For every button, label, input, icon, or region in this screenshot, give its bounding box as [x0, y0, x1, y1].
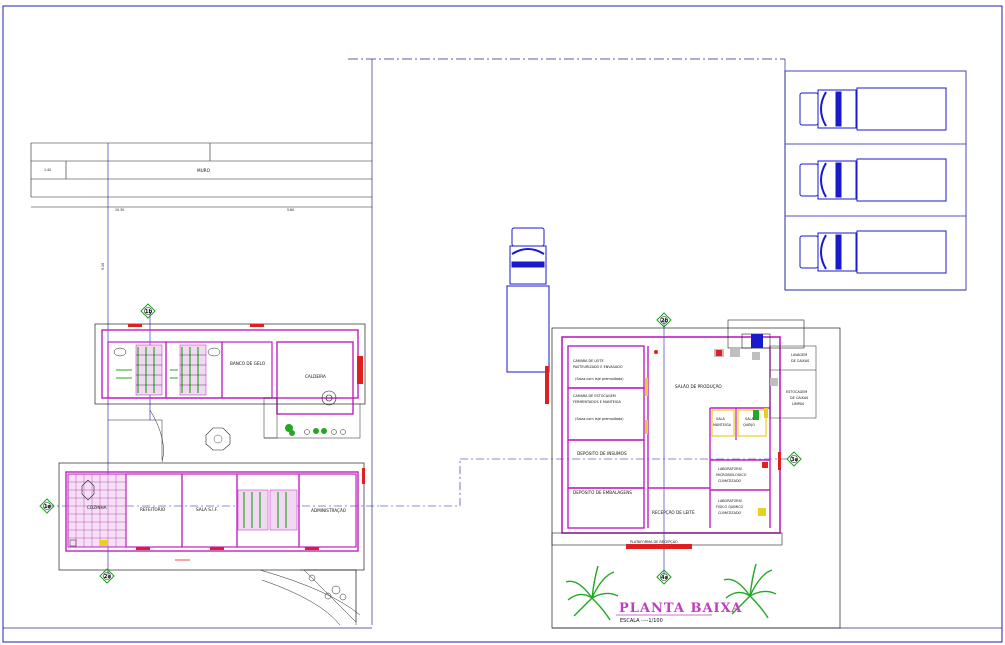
room-administracao: ADMINISTRAÇÃO [311, 508, 347, 513]
svg-text:1a: 1a [44, 504, 51, 510]
parking-area [784, 70, 967, 291]
room-camara-leite-line3: (Salas com laje premoldada) [575, 377, 624, 381]
sheet-border [2, 5, 1003, 643]
room-lab-micro-line2: MICROBIOLOGICO [716, 473, 747, 477]
svg-text:4a: 4a [661, 575, 668, 581]
room-sala-manteiga-line1: SALA [716, 417, 726, 421]
drawing-title: PLANTA BAIXA [619, 601, 742, 616]
section-marker: 2b [656, 312, 672, 328]
room-lab-micro-line3: CLIMATIZADO [718, 479, 742, 483]
landscaping-left [259, 569, 361, 626]
dim-label: 10.30 [115, 208, 124, 212]
path-line [108, 419, 163, 460]
room-caldeira: CALDEIRA [305, 374, 326, 379]
room-cozinha: COZINHA [87, 505, 107, 510]
drawing-scale: ESCALA ----1/100 [620, 618, 663, 624]
dim-label: 5.80 [287, 208, 294, 212]
section-marker: 3a [786, 451, 802, 467]
room-camara-ferment-line1: CAMARA DE ESTOCAGEM [573, 394, 616, 398]
room-plataforma: PLATAFORMA DE RECEPÇÃO [630, 539, 678, 544]
wall-elevation [30, 142, 372, 208]
octagon-feature [205, 427, 231, 451]
octagon-center [213, 434, 223, 444]
room-camara-leite-line1: CAMARA DE LEITE [573, 359, 604, 363]
right-building [545, 319, 841, 629]
room-lab-fisico-line1: LABORATORIO [718, 499, 743, 503]
svg-text:1b: 1b [145, 309, 152, 315]
tanker-truck [506, 227, 550, 373]
truck-1 [799, 87, 947, 131]
truck-2 [799, 158, 947, 202]
section-marker: 1a [39, 498, 55, 514]
wall-label: MURO [197, 168, 211, 173]
left-building-bottom [58, 462, 365, 571]
right-building-text: CAMARA DE LEITE PASTEURIZADO E ENVASADO … [573, 353, 809, 544]
section-marker: 1b [140, 303, 156, 319]
room-lavagem-line2: DE CAIXAS [791, 359, 809, 363]
room-estocagem-line1: ESTOCAGEM [786, 390, 807, 394]
room-banco-de-gelo: BANCO DE GELO [230, 361, 266, 366]
section-marker: 2a [99, 568, 115, 584]
room-lavagem-line1: LAVAGEM [791, 353, 807, 357]
dim-label: 1.40 [44, 168, 51, 172]
section-marker: 4a [656, 569, 672, 585]
room-sala-sif: SALA S.I.F. [196, 507, 218, 512]
svg-text:2a: 2a [104, 574, 111, 580]
room-deposito-insumos: DEPÓSITO DE INSUMOS [577, 451, 627, 456]
room-sala-manteiga-line2: MANTEIGA [713, 423, 732, 427]
room-camara-ferment-line3: (Salas com laje premoldada) [575, 417, 624, 421]
room-salao-producao: SALÃO DE PRODUÇÃO [675, 384, 722, 389]
path-line [149, 409, 164, 463]
room-lab-fisico-line3: CLIMATIZADO [718, 511, 742, 515]
svg-text:2b: 2b [661, 318, 668, 324]
truck-3 [799, 230, 947, 274]
svg-text:3a: 3a [791, 457, 798, 463]
room-camara-leite-line2: PASTEURIZADO E ENVASADO [573, 365, 623, 369]
room-camara-ferment-line2: FERMENTADOS E MANTEIGA [573, 400, 622, 404]
landscaping-right [565, 563, 777, 621]
room-sala-queijo-line2: QUEIJO [743, 423, 755, 427]
dim-label: 9.10 [101, 263, 105, 270]
left-building-top [94, 323, 366, 439]
room-refeitorio: REFEITORIO [140, 507, 166, 512]
room-lab-fisico-line2: FISICO QUIMICO [716, 505, 744, 509]
room-estocagem-line2: DE CAIXAS [790, 396, 808, 400]
room-recepcao-leite: RECEPÇÃO DE LEITE [652, 510, 695, 515]
room-estocagem-line3: LIMPAS [792, 402, 804, 406]
room-deposito-embalagens: DEPÓSITO DE EMBALAGENS [573, 490, 632, 495]
room-lab-micro-line1: LABORATORIO [718, 467, 743, 471]
room-sala-queijo-line1: SALA [745, 417, 755, 421]
